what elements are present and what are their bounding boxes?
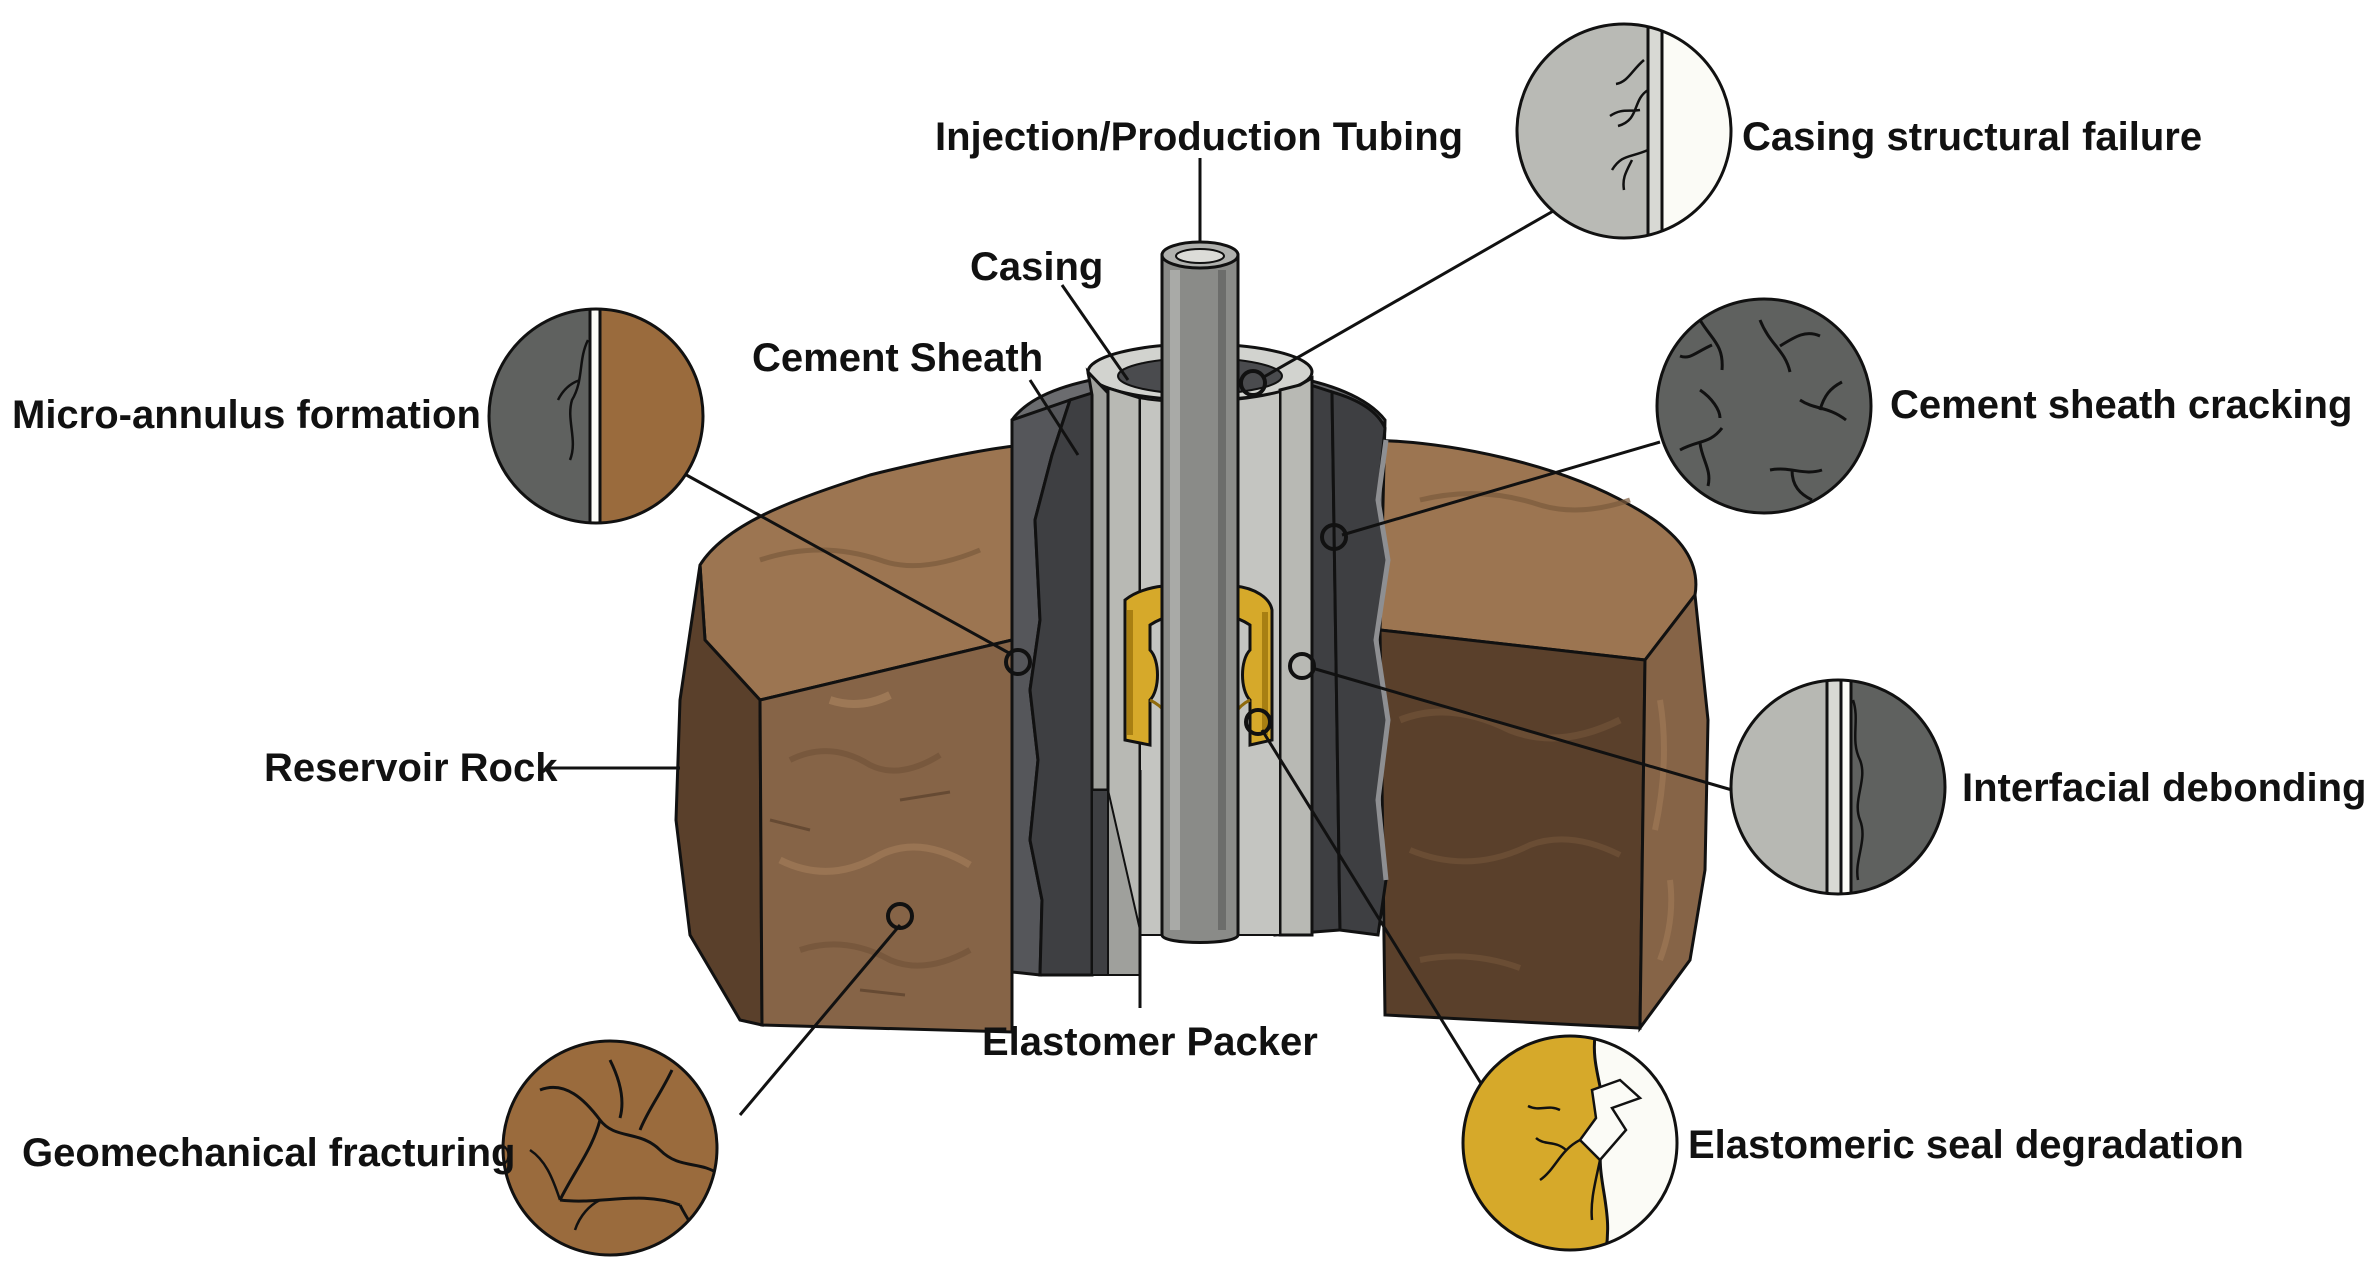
zoom-interfacial-debonding (1729, 678, 1947, 896)
zoom-micro-annulus (487, 307, 705, 525)
rock-top-surface-right (1358, 438, 1698, 662)
label-cement-cracking: Cement sheath cracking (1890, 383, 2353, 427)
marker-seal-degradation (1244, 708, 1272, 736)
label-casing-failure: Casing structural failure (1742, 115, 2203, 159)
zoom-seal-degradation (1461, 1034, 1679, 1252)
label-cement-sheath: Cement Sheath (752, 336, 1044, 380)
zoom-cement-cracking (1655, 297, 1873, 515)
label-seal-degradation: Elastomeric seal degradation (1688, 1123, 2244, 1167)
rock-right-outer-face (1638, 591, 1710, 1033)
detail-markers (886, 369, 1348, 930)
casing-left-wall (1085, 367, 1110, 792)
marker-casing-failure (1239, 369, 1267, 397)
label-casing: Casing (970, 245, 1104, 289)
label-micro-annulus: Micro-annulus formation (12, 393, 481, 437)
marker-micro-annulus (1004, 648, 1032, 676)
reservoir-rock (674, 438, 1710, 1034)
cement-front-left (1028, 390, 1094, 977)
marker-cement-cracking (1320, 523, 1348, 551)
rock-front-face-left (758, 638, 1014, 1034)
label-elastomer-packer: Elastomer Packer (982, 1020, 1318, 1064)
leader-lines (545, 158, 1733, 1116)
rock-left-face (674, 564, 764, 1027)
marker-interfacial-debonding (1288, 652, 1316, 680)
label-interfacial-debonding: Interfacial debonding (1962, 766, 2367, 810)
label-reservoir-rock: Reservoir Rock (264, 746, 558, 790)
marker-geomechanical (886, 902, 914, 930)
label-tubing: Injection/Production Tubing (935, 115, 1464, 159)
zoom-geomechanical (501, 1039, 719, 1257)
label-geomechanical: Geomechanical fracturing (22, 1131, 516, 1175)
tubing (1160, 240, 1240, 944)
